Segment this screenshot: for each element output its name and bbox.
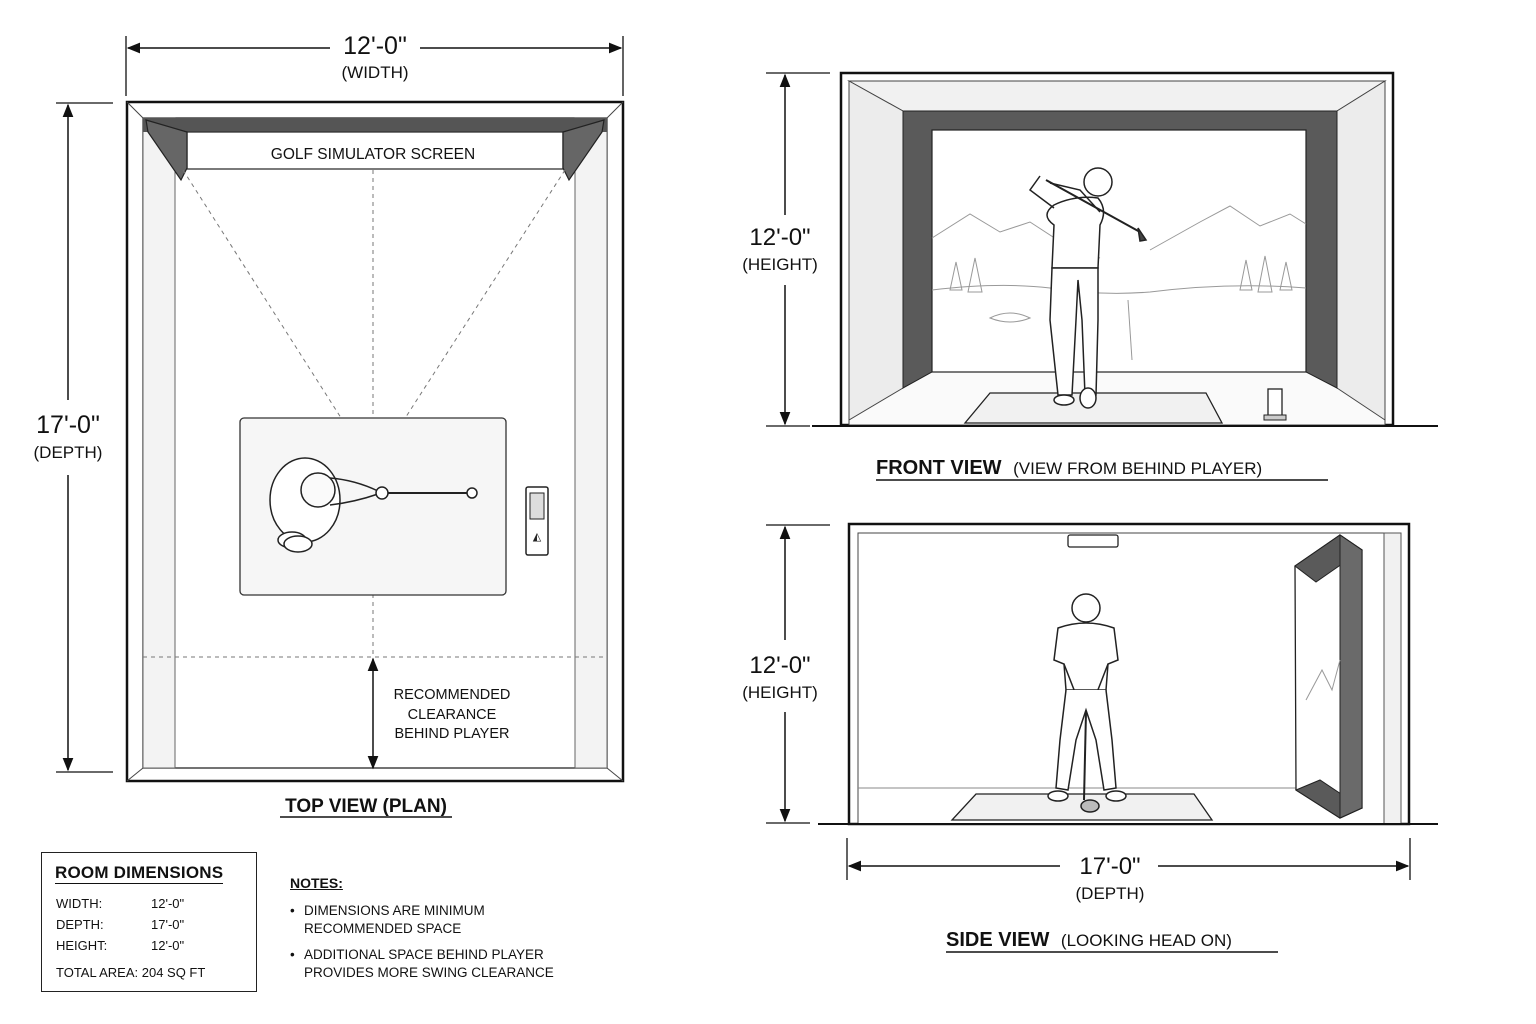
height-key: HEIGHT: bbox=[56, 938, 108, 953]
front-enclosure bbox=[839, 71, 1395, 427]
notes-list: • DIMENSIONS ARE MINIMUM RECOMMENDED SPAC… bbox=[290, 902, 610, 982]
top-depth-label: (DEPTH) bbox=[34, 443, 103, 462]
note-item: • ADDITIONAL SPACE BEHIND PLAYER PROVIDES… bbox=[290, 946, 594, 982]
total-area: TOTAL AREA: 204 SQ FT bbox=[56, 965, 206, 980]
side-enclosure bbox=[847, 522, 1411, 826]
side-height-label: (HEIGHT) bbox=[742, 683, 818, 702]
clearance-dimension: RECOMMENDED CLEARANCE BEHIND PLAYER bbox=[367, 657, 511, 770]
front-height-dimension: 12'-0" (HEIGHT) bbox=[742, 72, 830, 427]
note-text: ADDITIONAL SPACE BEHIND PLAYER PROVIDES … bbox=[304, 947, 554, 980]
top-launch-monitor-icon: ◭ bbox=[525, 486, 549, 556]
front-hitting-mat bbox=[963, 392, 1224, 424]
notes-section: NOTES: • DIMENSIONS ARE MINIMUM RECOMMEND… bbox=[290, 874, 610, 990]
front-view: 12'-0" (HEIGHT) bbox=[742, 71, 1438, 481]
side-caption-main: SIDE VIEW bbox=[946, 929, 1049, 951]
side-height-dimension: 12'-0" (HEIGHT) bbox=[742, 524, 830, 824]
room-dimensions-title: ROOM DIMENSIONS bbox=[55, 863, 224, 884]
side-golfer-icon bbox=[1047, 593, 1127, 813]
top-depth-dimension: 17'-0" (DEPTH) bbox=[34, 102, 113, 773]
side-height-value: 12'-0" bbox=[749, 652, 810, 679]
clearance-line-1: RECOMMENDED bbox=[394, 687, 511, 703]
front-caption-sub: (VIEW FROM BEHIND PLAYER) bbox=[1013, 459, 1262, 478]
top-depth-value: 17'-0" bbox=[36, 411, 100, 439]
notes-title: NOTES: bbox=[290, 875, 343, 891]
side-depth-dimension: 17'-0" (DEPTH) bbox=[846, 838, 1411, 903]
width-value: 12'-0" bbox=[151, 896, 185, 911]
side-view: 12'-0" (HEIGHT) bbox=[742, 522, 1438, 953]
note-text: DIMENSIONS ARE MINIMUM RECOMMENDED SPACE bbox=[304, 903, 485, 936]
clearance-line-3: BEHIND PLAYER bbox=[395, 726, 510, 742]
svg-text:◭: ◭ bbox=[533, 530, 542, 543]
front-height-label: (HEIGHT) bbox=[742, 255, 818, 274]
screen-label: GOLF SIMULATOR SCREEN bbox=[271, 146, 475, 163]
side-view-caption: SIDE VIEW (LOOKING HEAD ON) bbox=[946, 929, 1232, 951]
top-width-value: 12'-0" bbox=[343, 32, 407, 60]
bullet-icon: • bbox=[290, 947, 295, 962]
front-view-caption: FRONT VIEW (VIEW FROM BEHIND PLAYER) bbox=[876, 457, 1262, 479]
width-key: WIDTH: bbox=[56, 896, 103, 911]
depth-key: DEPTH: bbox=[56, 917, 104, 932]
height-value: 12'-0" bbox=[151, 938, 185, 953]
bullet-icon: • bbox=[290, 903, 295, 918]
front-caption-main: FRONT VIEW bbox=[876, 457, 1002, 479]
side-depth-value: 17'-0" bbox=[1079, 853, 1140, 880]
side-caption-sub: (LOOKING HEAD ON) bbox=[1061, 931, 1232, 950]
clearance-line-2: CLEARANCE bbox=[408, 707, 497, 723]
note-item: • DIMENSIONS ARE MINIMUM RECOMMENDED SPAC… bbox=[290, 902, 594, 938]
side-depth-label: (DEPTH) bbox=[1076, 884, 1145, 903]
top-width-label: (WIDTH) bbox=[341, 63, 408, 82]
top-view: 12'-0" (WIDTH) 17'-0" (DEPTH) GOLF bbox=[34, 32, 625, 818]
room-dimensions-panel: ROOM DIMENSIONS WIDTH: 12'-0" DEPTH: 17'… bbox=[41, 852, 257, 992]
front-golfer-icon bbox=[1028, 167, 1148, 409]
front-height-value: 12'-0" bbox=[749, 224, 810, 251]
depth-value: 17'-0" bbox=[151, 917, 185, 932]
top-golfer-icon bbox=[269, 457, 478, 553]
top-width-dimension: 12'-0" (WIDTH) bbox=[125, 32, 624, 96]
top-view-caption: TOP VIEW (PLAN) bbox=[285, 796, 447, 817]
front-launch-monitor-icon bbox=[1263, 388, 1287, 421]
